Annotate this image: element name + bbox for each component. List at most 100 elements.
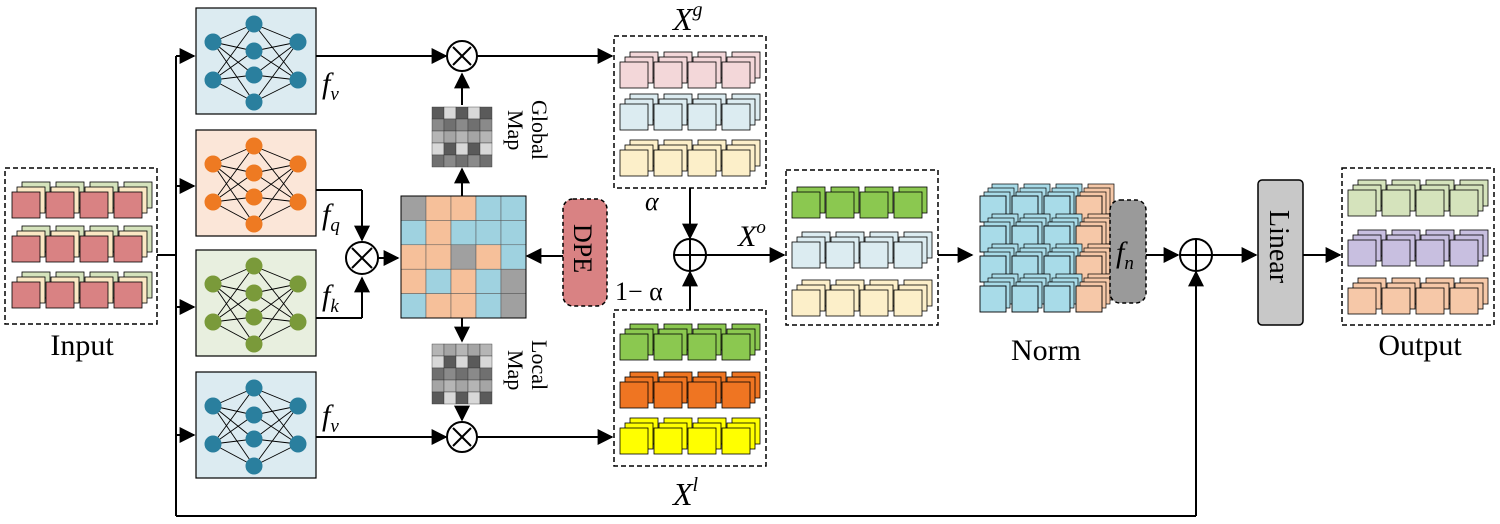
map-cell (467, 106, 481, 120)
map-cell (431, 343, 445, 357)
attention-cell (400, 244, 427, 270)
neuron (245, 457, 263, 475)
xg-row-blue (619, 93, 761, 131)
neuron (204, 397, 222, 415)
fv-top-label: fv (322, 67, 339, 105)
attention-cell (500, 220, 527, 246)
xo-row-blue (791, 231, 933, 269)
tile (859, 289, 889, 317)
fk-label: fk (322, 279, 339, 317)
multiply-local (446, 421, 478, 453)
tile (619, 149, 649, 177)
dpe-block: DPE (562, 198, 608, 307)
input-trunk-lines (157, 48, 1204, 517)
tile (825, 241, 855, 269)
xg-block (613, 35, 767, 189)
tile (1415, 189, 1445, 217)
norm-block (979, 183, 1115, 313)
tile (1415, 239, 1445, 267)
tile (1347, 287, 1377, 315)
neuron (245, 15, 263, 33)
tile (1449, 287, 1479, 315)
tile (721, 103, 751, 131)
norm-cell (1011, 285, 1039, 313)
neuron (245, 42, 263, 60)
attention-matrix (400, 195, 527, 319)
map-cell (455, 154, 469, 168)
map-cell (479, 391, 493, 405)
neuron (245, 406, 263, 424)
neuron (245, 308, 263, 326)
tile (791, 191, 821, 219)
global-map-label-2: Map (503, 110, 528, 150)
tile (619, 61, 649, 89)
map-cell (443, 391, 457, 405)
tile (721, 333, 751, 361)
attention-cell (400, 220, 427, 246)
map-cell (479, 142, 493, 156)
linear-label: Linear (1263, 210, 1294, 284)
map-cell (455, 367, 469, 381)
map-cell (431, 367, 445, 381)
global-map-grid (431, 106, 493, 168)
fv-bottom-label: fv (322, 399, 339, 437)
attention-cell (450, 268, 477, 294)
map-cell (455, 118, 469, 132)
tile (653, 333, 683, 361)
neuron (204, 33, 222, 51)
tile (45, 235, 75, 263)
one-minus-alpha-label: 1− α (615, 277, 663, 306)
tile (653, 427, 683, 455)
map-cell (431, 142, 445, 156)
map-cell (431, 379, 445, 393)
input-row-1 (11, 225, 153, 263)
out-row-purple (1347, 229, 1489, 267)
tile (687, 103, 717, 131)
tile (825, 191, 855, 219)
tile (791, 289, 821, 317)
map-cell (467, 367, 481, 381)
map-cell (479, 367, 493, 381)
neuron (245, 137, 263, 155)
global-map-label-1: Global (527, 100, 552, 160)
map-cell (455, 391, 469, 405)
norm-cell (1043, 285, 1071, 313)
map-cell (467, 391, 481, 405)
tile (113, 281, 143, 309)
neuron (204, 193, 222, 211)
map-cell (455, 379, 469, 393)
neuron (289, 435, 307, 453)
fq-label: fq (322, 198, 340, 236)
tile (791, 241, 821, 269)
input-row-2 (11, 271, 153, 309)
out-row-orange (1347, 277, 1489, 315)
attention-cell (475, 293, 502, 319)
attention-cell (500, 293, 527, 319)
tile (893, 191, 923, 219)
attention-cell (475, 268, 502, 294)
attention-cell (425, 268, 452, 294)
tile (11, 281, 41, 309)
dpe-label: DPE (568, 224, 597, 273)
attention-cell (425, 220, 452, 246)
xo-label: Xo (737, 217, 766, 253)
neuron (204, 71, 222, 89)
tile (113, 191, 143, 219)
tile (79, 191, 109, 219)
xg-label: Xg (671, 0, 703, 37)
norm-cell (1075, 285, 1103, 313)
tile (1381, 239, 1411, 267)
neuron (289, 313, 307, 331)
value-mlp-bottom (195, 371, 317, 479)
neuron (289, 397, 307, 415)
tile (721, 61, 751, 89)
map-cell (479, 379, 493, 393)
local-map-label-1: Local (527, 340, 552, 390)
norm-label: Norm (1011, 334, 1081, 367)
input-tiles (11, 181, 153, 309)
neuron (245, 66, 263, 84)
mlp-output-lines (316, 48, 448, 445)
key-mlp (195, 249, 317, 357)
local-map-label-2: Map (503, 350, 528, 390)
